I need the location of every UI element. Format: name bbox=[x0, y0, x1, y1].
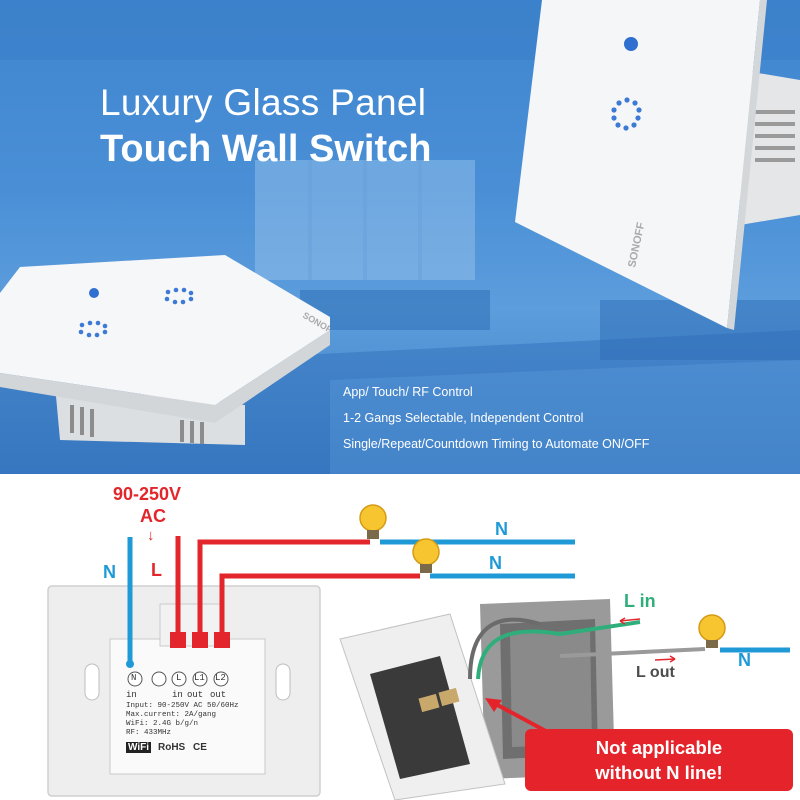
live-wire-out1 bbox=[197, 539, 370, 634]
neutral-label-left: N bbox=[103, 562, 116, 582]
terminal-l1 bbox=[192, 671, 208, 687]
terminal-label-in: in bbox=[126, 690, 137, 700]
neutral-label-lamp1: N bbox=[495, 519, 508, 539]
spec-line: RF: 433MHz bbox=[126, 729, 172, 737]
feature-item: Single/Repeat/Countdown Timing to Automa… bbox=[343, 437, 650, 451]
product-banner: Luxury Glass Panel Touch Wall Switch SON… bbox=[0, 0, 800, 474]
l-in-label: L in bbox=[624, 591, 656, 611]
warning-line2: without N line! bbox=[595, 762, 723, 783]
mount-hole-right bbox=[275, 663, 291, 701]
terminal-label-l1: L1 bbox=[194, 673, 205, 683]
touch-key-indicator-icon bbox=[78, 320, 108, 338]
rohs-mark: RoHS bbox=[158, 742, 186, 753]
spec-block: Input: 90-250V AC 50/60Hz Max.current: 2… bbox=[126, 702, 239, 738]
terminal-label-out: out bbox=[187, 690, 204, 700]
feature-item: 1-2 Gangs Selectable, Independent Contro… bbox=[343, 411, 584, 425]
neutral-label-right: N bbox=[738, 650, 751, 670]
two-gang-switch-image: SONOFF bbox=[0, 255, 330, 445]
terminal-label-out: out bbox=[210, 690, 227, 700]
spec-line: Max.current: 2A/gang bbox=[126, 711, 217, 719]
terminal-l2 bbox=[213, 671, 229, 687]
ce-mark: CE bbox=[193, 742, 207, 753]
wiring-drawing bbox=[47, 504, 790, 800]
headline-line2: Touch Wall Switch bbox=[100, 128, 432, 170]
spec-line: WiFi: 2.4G b/g/n bbox=[126, 720, 199, 728]
touch-key-indicator-icon bbox=[611, 97, 642, 131]
terminal-label-l2: L2 bbox=[215, 673, 226, 683]
live-wire-out2 bbox=[219, 573, 420, 634]
l-out-label: L out bbox=[636, 664, 675, 681]
ac-label: AC bbox=[140, 506, 166, 526]
lamp-icon bbox=[698, 614, 726, 648]
single-gang-switch-image: SONOFF bbox=[515, 0, 800, 330]
terminal-l bbox=[171, 671, 187, 687]
feature-item: App/ Touch/ RF Control bbox=[343, 385, 473, 399]
headline-line1: Luxury Glass Panel bbox=[100, 82, 427, 123]
arrow-down-icon: ↓ bbox=[147, 527, 155, 544]
feature-list: App/ Touch/ RF Control 1-2 Gangs Selecta… bbox=[343, 383, 649, 461]
terminal-label-n: N bbox=[131, 673, 137, 683]
terminal-label-in: in bbox=[172, 690, 183, 700]
terminal-n bbox=[127, 671, 143, 687]
touch-key-indicator-icon bbox=[164, 287, 194, 305]
wifi-logo: WiFi bbox=[126, 742, 152, 753]
wiring-diagram: 90-250V AC ↓ N L N N L in L out N N L L1… bbox=[0, 474, 800, 800]
lamp-icon bbox=[412, 538, 440, 573]
voltage-label: 90-250V bbox=[113, 484, 182, 504]
l-out-wire bbox=[559, 647, 706, 658]
live-label-left: L bbox=[151, 560, 162, 580]
warning-line1: Not applicable bbox=[595, 737, 723, 758]
lamp-icon bbox=[359, 504, 387, 539]
spec-line: Input: 90-250V AC 50/60Hz bbox=[126, 702, 239, 710]
mount-hole-left bbox=[84, 663, 100, 701]
neutral-label-lamp2: N bbox=[489, 553, 502, 573]
warning-badge: Not applicable without N line! bbox=[525, 729, 793, 791]
l-in-wire bbox=[476, 620, 641, 680]
terminal-label-l: L bbox=[176, 673, 182, 683]
